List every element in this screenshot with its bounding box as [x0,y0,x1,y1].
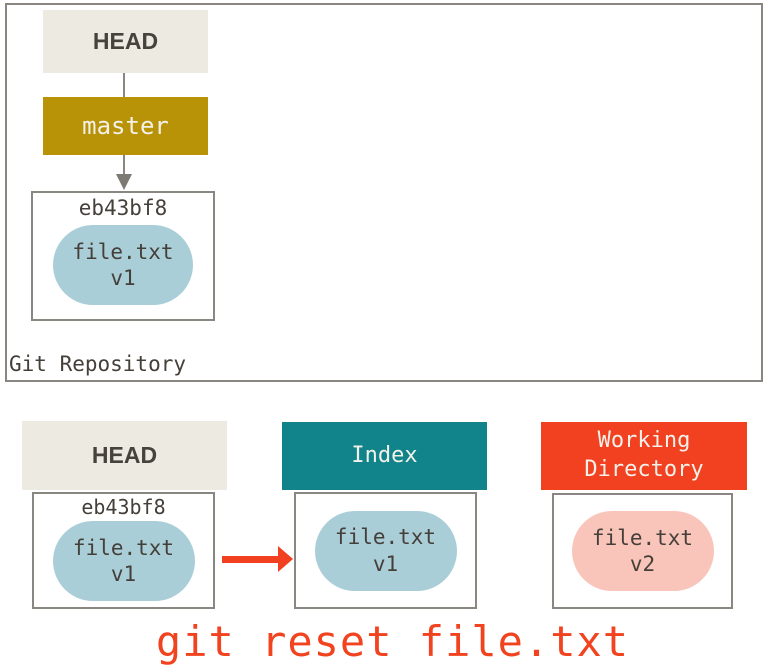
index-file-blob: file.txt v1 [314,510,457,591]
file-blob: file.txt v1 [53,225,193,306]
working-directory-column-header: Working Directory [541,422,747,490]
head-column-label: HEAD [91,442,158,468]
file-blob-version: v1 [110,266,136,291]
working-directory-label-line2: Directory [584,457,704,482]
master-to-commit-line [123,155,125,176]
working-directory-label-line1: Working [597,428,691,454]
head-commit-box: eb43bf8 file.txt v1 [32,492,215,609]
git-repository-label: Git Repository [9,352,187,376]
head-commit-id: eb43bf8 [81,495,166,519]
working-directory-file-blob-name: file.txt [591,525,694,550]
head-file-blob: file.txt v1 [52,521,195,601]
command-caption: git reset file.txt [155,617,630,666]
master-branch-box: master [43,97,208,155]
commit-box: eb43bf8 file.txt v1 [31,191,215,321]
head-to-index-arrow-shaft [222,556,279,563]
working-directory-file-blob: file.txt v2 [571,511,714,591]
master-to-commit-arrowhead-icon [116,174,132,190]
head-column-header: HEAD [22,421,227,490]
commit-id: eb43bf8 [78,196,168,220]
index-file-box: file.txt v1 [294,492,477,609]
head-to-master-line [123,73,125,97]
head-file-blob-version: v1 [110,562,137,586]
index-file-blob-name: file.txt [334,525,437,550]
head-to-index-arrowhead-icon [278,546,293,572]
index-column-label: Index [351,442,418,468]
index-column-header: Index [282,422,487,490]
index-file-blob-version: v1 [372,551,399,576]
head-pointer-box: HEAD [43,10,208,73]
head-file-blob-name: file.txt [72,535,175,560]
working-directory-file-box: file.txt v2 [552,493,733,609]
working-directory-file-blob-version: v2 [629,552,656,576]
file-blob-name: file.txt [72,239,174,264]
head-label: HEAD [92,28,159,54]
master-branch-label: master [82,112,169,140]
